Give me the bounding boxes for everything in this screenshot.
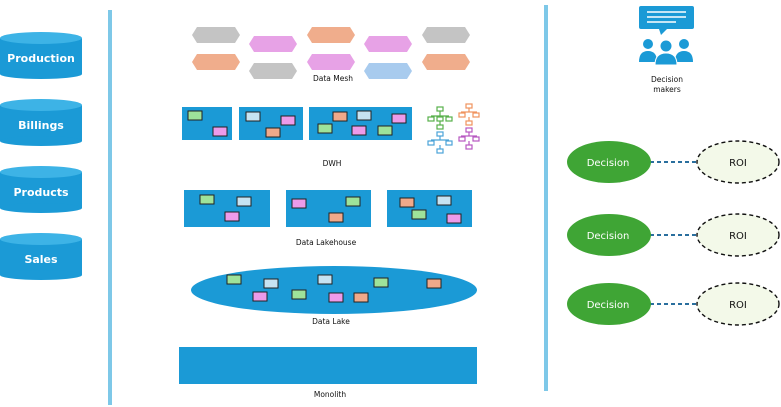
source-db-label: Products bbox=[13, 186, 69, 199]
decision-label: Decision bbox=[587, 300, 630, 311]
schema-network-icon-purple bbox=[458, 127, 480, 150]
roi-node bbox=[696, 140, 780, 184]
decision-node bbox=[567, 283, 651, 325]
roi-node bbox=[696, 282, 780, 326]
data-lake-chips bbox=[226, 274, 442, 303]
roi-node bbox=[696, 213, 780, 257]
data-mesh-domains bbox=[192, 27, 470, 79]
lakehouse-chips bbox=[199, 194, 462, 224]
dwh-label: DWH bbox=[323, 159, 342, 168]
right-divider bbox=[544, 5, 548, 391]
schema-network-icon-green bbox=[427, 106, 453, 130]
decision-makers-icon bbox=[639, 6, 694, 66]
roi-label: ROI bbox=[729, 300, 747, 311]
data-lake-ellipse bbox=[191, 266, 477, 314]
decision-roi-row: Decision ROI bbox=[567, 140, 780, 184]
source-db-label: Billings bbox=[18, 119, 64, 132]
source-db-products: Products bbox=[0, 166, 82, 213]
roi-label: ROI bbox=[729, 231, 747, 242]
data-lake-label: Data Lake bbox=[312, 317, 350, 326]
decision-makers-label: makers bbox=[653, 85, 681, 94]
source-db-billings: Billings bbox=[0, 99, 82, 146]
decision-label: Decision bbox=[587, 158, 630, 169]
decision-node bbox=[567, 214, 651, 256]
left-divider bbox=[108, 10, 112, 405]
roi-label: ROI bbox=[729, 158, 747, 169]
monolith-block bbox=[179, 347, 477, 384]
dwh-chips bbox=[187, 110, 407, 138]
source-db-production: Production bbox=[0, 32, 82, 79]
source-db-sales: Sales bbox=[0, 233, 82, 280]
decision-roi-row: Decision ROI bbox=[567, 282, 780, 326]
schema-network-icon-blue bbox=[427, 131, 453, 154]
decision-label: Decision bbox=[587, 231, 630, 242]
data-mesh-label: Data Mesh bbox=[313, 74, 353, 83]
decision-makers-label: Decision bbox=[651, 75, 683, 84]
decision-roi-row: Decision ROI bbox=[567, 213, 780, 257]
source-db-label: Sales bbox=[24, 253, 58, 266]
decision-node bbox=[567, 141, 651, 183]
source-db-label: Production bbox=[7, 52, 75, 65]
lakehouse-label: Data Lakehouse bbox=[296, 238, 357, 247]
schema-network-icon-orange bbox=[458, 103, 480, 126]
monolith-label: Monolith bbox=[314, 390, 347, 399]
